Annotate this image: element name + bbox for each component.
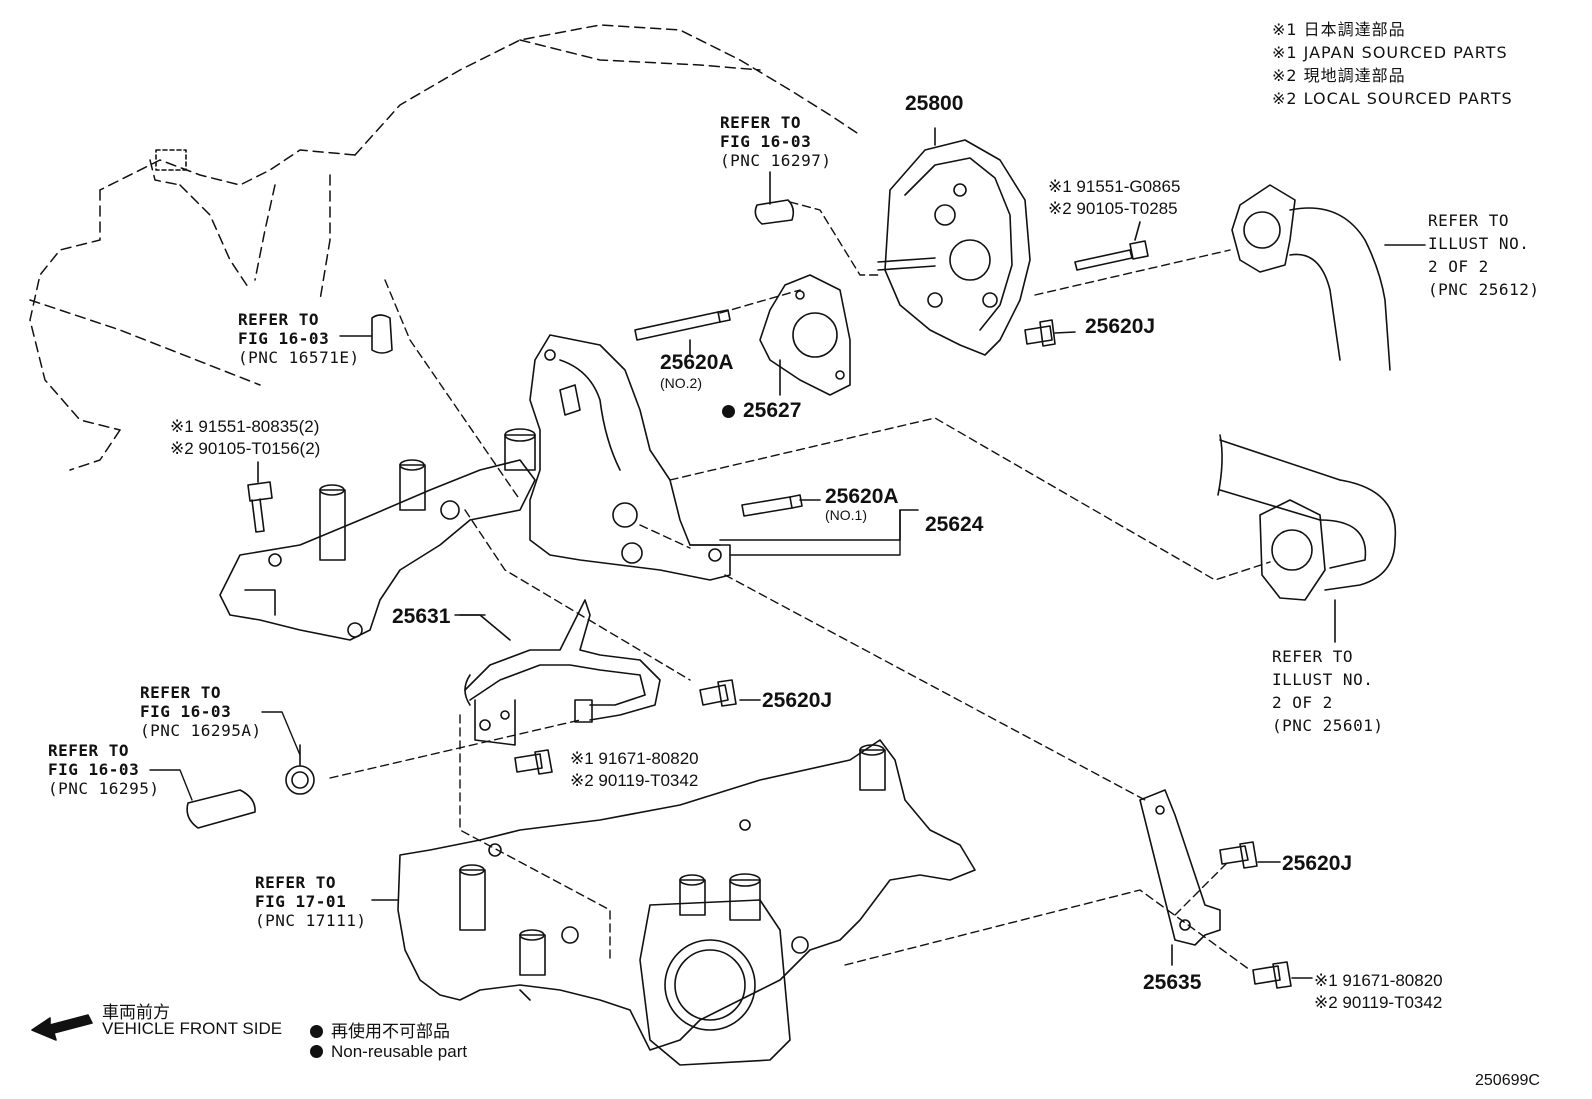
note-line-4: ※2 LOCAL SOURCED PARTS: [1272, 89, 1513, 108]
bolt-80820-lower-icon: [1252, 961, 1313, 989]
bolt-80820-upper-icon: [514, 749, 553, 775]
bolt-25620j-mid-icon: [699, 679, 761, 707]
ref-pnc-16571e: REFER TO FIG 16-03 (PNC 16571E): [238, 310, 360, 367]
ref-line: REFER TO: [238, 310, 320, 329]
legend-nonreuse-en: Non-reusable part: [310, 1042, 467, 1062]
bolt-80835-numbers[interactable]: ※1 91551-80835(2) ※2 90105-T0156(2): [170, 416, 320, 460]
bolt-number: ※1 91671-80820: [1314, 971, 1443, 990]
ref-line: FIG 16-03: [48, 760, 140, 779]
part-25620j-top[interactable]: 25620J: [1085, 315, 1156, 338]
ref-line: 2 OF 2: [1272, 693, 1333, 712]
ref-line: REFER TO: [1428, 211, 1510, 230]
bolt-number: ※2 90105-T0285: [1048, 199, 1178, 218]
ref-line: FIG 16-03: [720, 132, 812, 151]
legend-nonreuse-jp: 再使用不可部品: [310, 1017, 450, 1042]
pipe-25631-icon: [459, 599, 661, 746]
water-inlet-housing-icon: [219, 428, 536, 641]
note-line-2: ※1 JAPAN SOURCED PARTS: [1272, 43, 1508, 62]
ref-line: REFER TO: [720, 113, 802, 132]
bolt-number: ※2 90119-T0342: [1314, 993, 1443, 1012]
pipe-25612-icon: [1231, 184, 1426, 371]
part-25620j-low[interactable]: 25620J: [1282, 852, 1353, 875]
engine-tube: [155, 149, 187, 171]
non-reusable-dot-icon: [310, 1045, 323, 1058]
ref-pnc-25601: REFER TO ILLUST NO. 2 OF 2 (PNC 25601): [1272, 645, 1383, 737]
part-25624[interactable]: 25624: [925, 513, 984, 536]
dashed-leaders: [329, 201, 1271, 971]
ref-pnc-16295: REFER TO FIG 16-03 (PNC 16295): [48, 741, 159, 798]
part-25635[interactable]: 25635: [1143, 971, 1202, 994]
part-25620j-mid[interactable]: 25620J: [762, 689, 833, 712]
stud-25620a-no1-icon: [741, 494, 821, 517]
part-25631[interactable]: 25631: [392, 605, 451, 628]
bolt-25620j-top-icon: [1024, 319, 1076, 347]
non-reusable-dot-icon: [310, 1025, 323, 1038]
ref-line: REFER TO: [255, 873, 337, 892]
legend-nonreuse-jp-text: 再使用不可部品: [331, 1022, 450, 1041]
ref-line: REFER TO: [48, 741, 130, 760]
ref-line: FIG 17-01: [255, 892, 347, 911]
bolt-25620j-low-icon: [1219, 841, 1281, 869]
stud-25620a-no2-icon: [634, 309, 731, 356]
part-25620a-no1-sub: (NO.1): [825, 507, 867, 523]
bolt-80835-icon: [247, 461, 273, 533]
pipe-25601-icon: [1217, 434, 1397, 643]
note-line-3: ※2 現地調達部品: [1272, 66, 1406, 85]
bolt-number: ※2 90105-T0156(2): [170, 439, 321, 458]
solid-leaders: [149, 335, 901, 801]
bolt-number: ※1 91671-80820: [570, 749, 699, 768]
ref-line: (PNC 16295): [48, 779, 160, 798]
bolt-number: ※1 91551-80835(2): [170, 417, 320, 436]
water-outlet-housing-icon: [371, 739, 976, 1066]
ref-line: (PNC 16295A): [140, 721, 262, 740]
part-25620a-no2-sub: (NO.2): [660, 375, 702, 391]
note-line-1: ※1 日本調達部品: [1272, 20, 1406, 39]
bolt-number: ※1 91551-G0865: [1048, 177, 1181, 196]
ref-line: ILLUST NO.: [1272, 670, 1374, 689]
ref-pnc-16295a: REFER TO FIG 16-03 (PNC 16295A): [140, 683, 262, 740]
ref-pnc-25612: REFER TO ILLUST NO. 2 OF 2 (PNC 25612): [1428, 209, 1539, 301]
ref-line: FIG 16-03: [140, 702, 232, 721]
water-pump-cover-icon: [877, 127, 1031, 356]
part-25627-label: 25627: [743, 399, 802, 422]
clamp-16295a-icon: [285, 744, 315, 795]
water-pump-housing-icon: [529, 334, 919, 581]
engine-block-outline: [29, 24, 861, 471]
bracket-25635-icon: [1139, 789, 1221, 966]
bolt-g0865-numbers[interactable]: ※1 91551-G0865 ※2 90105-T0285: [1048, 176, 1180, 220]
bolt-80820-lower-numbers[interactable]: ※1 91671-80820 ※2 90119-T0342: [1314, 970, 1443, 1014]
part-25800[interactable]: 25800: [905, 92, 964, 115]
part-25627[interactable]: 25627: [722, 400, 801, 422]
ref-pnc-16297: REFER TO FIG 16-03 (PNC 16297): [720, 113, 831, 170]
legend-nonreuse-en-text: Non-reusable part: [331, 1042, 468, 1061]
ref-line: ILLUST NO.: [1428, 234, 1530, 253]
legend-direction-en: VEHICLE FRONT SIDE: [102, 1019, 283, 1038]
legend-direction-jp: 車両前方: [102, 1003, 170, 1022]
gasket-25627-icon: [759, 274, 851, 396]
bolt-g0865-icon: [1074, 221, 1149, 271]
bolt-80820-upper-numbers[interactable]: ※1 91671-80820 ※2 90119-T0342: [570, 748, 699, 792]
hose-16295-icon: [186, 789, 256, 829]
vehicle-front-arrow-icon: [31, 1014, 93, 1041]
ref-line: REFER TO: [1272, 647, 1354, 666]
ref-line: 2 OF 2: [1428, 257, 1489, 276]
ref-line: (PNC 16297): [720, 151, 832, 170]
bolt-number: ※2 90119-T0342: [570, 771, 699, 790]
ref-line: REFER TO: [140, 683, 222, 702]
ref-line: (PNC 16571E): [238, 348, 360, 367]
figure-id: 250699C: [1475, 1072, 1540, 1089]
part-25620a-no1[interactable]: 25620A: [825, 485, 899, 508]
hose-16571e-icon: [371, 314, 393, 354]
ref-line: (PNC 25612): [1428, 280, 1540, 299]
non-reusable-dot-icon: [722, 405, 735, 418]
ref-line: (PNC 25601): [1272, 716, 1384, 735]
part-25620a-no2[interactable]: 25620A: [660, 351, 734, 374]
ref-pnc-17111: REFER TO FIG 17-01 (PNC 17111): [255, 873, 366, 930]
hose-16297-icon: [754, 171, 795, 225]
ref-line: FIG 16-03: [238, 329, 330, 348]
ref-line: (PNC 17111): [255, 911, 367, 930]
notes-block: ※1 日本調達部品 ※1 JAPAN SOURCED PARTS ※2 現地調達…: [1272, 18, 1513, 110]
